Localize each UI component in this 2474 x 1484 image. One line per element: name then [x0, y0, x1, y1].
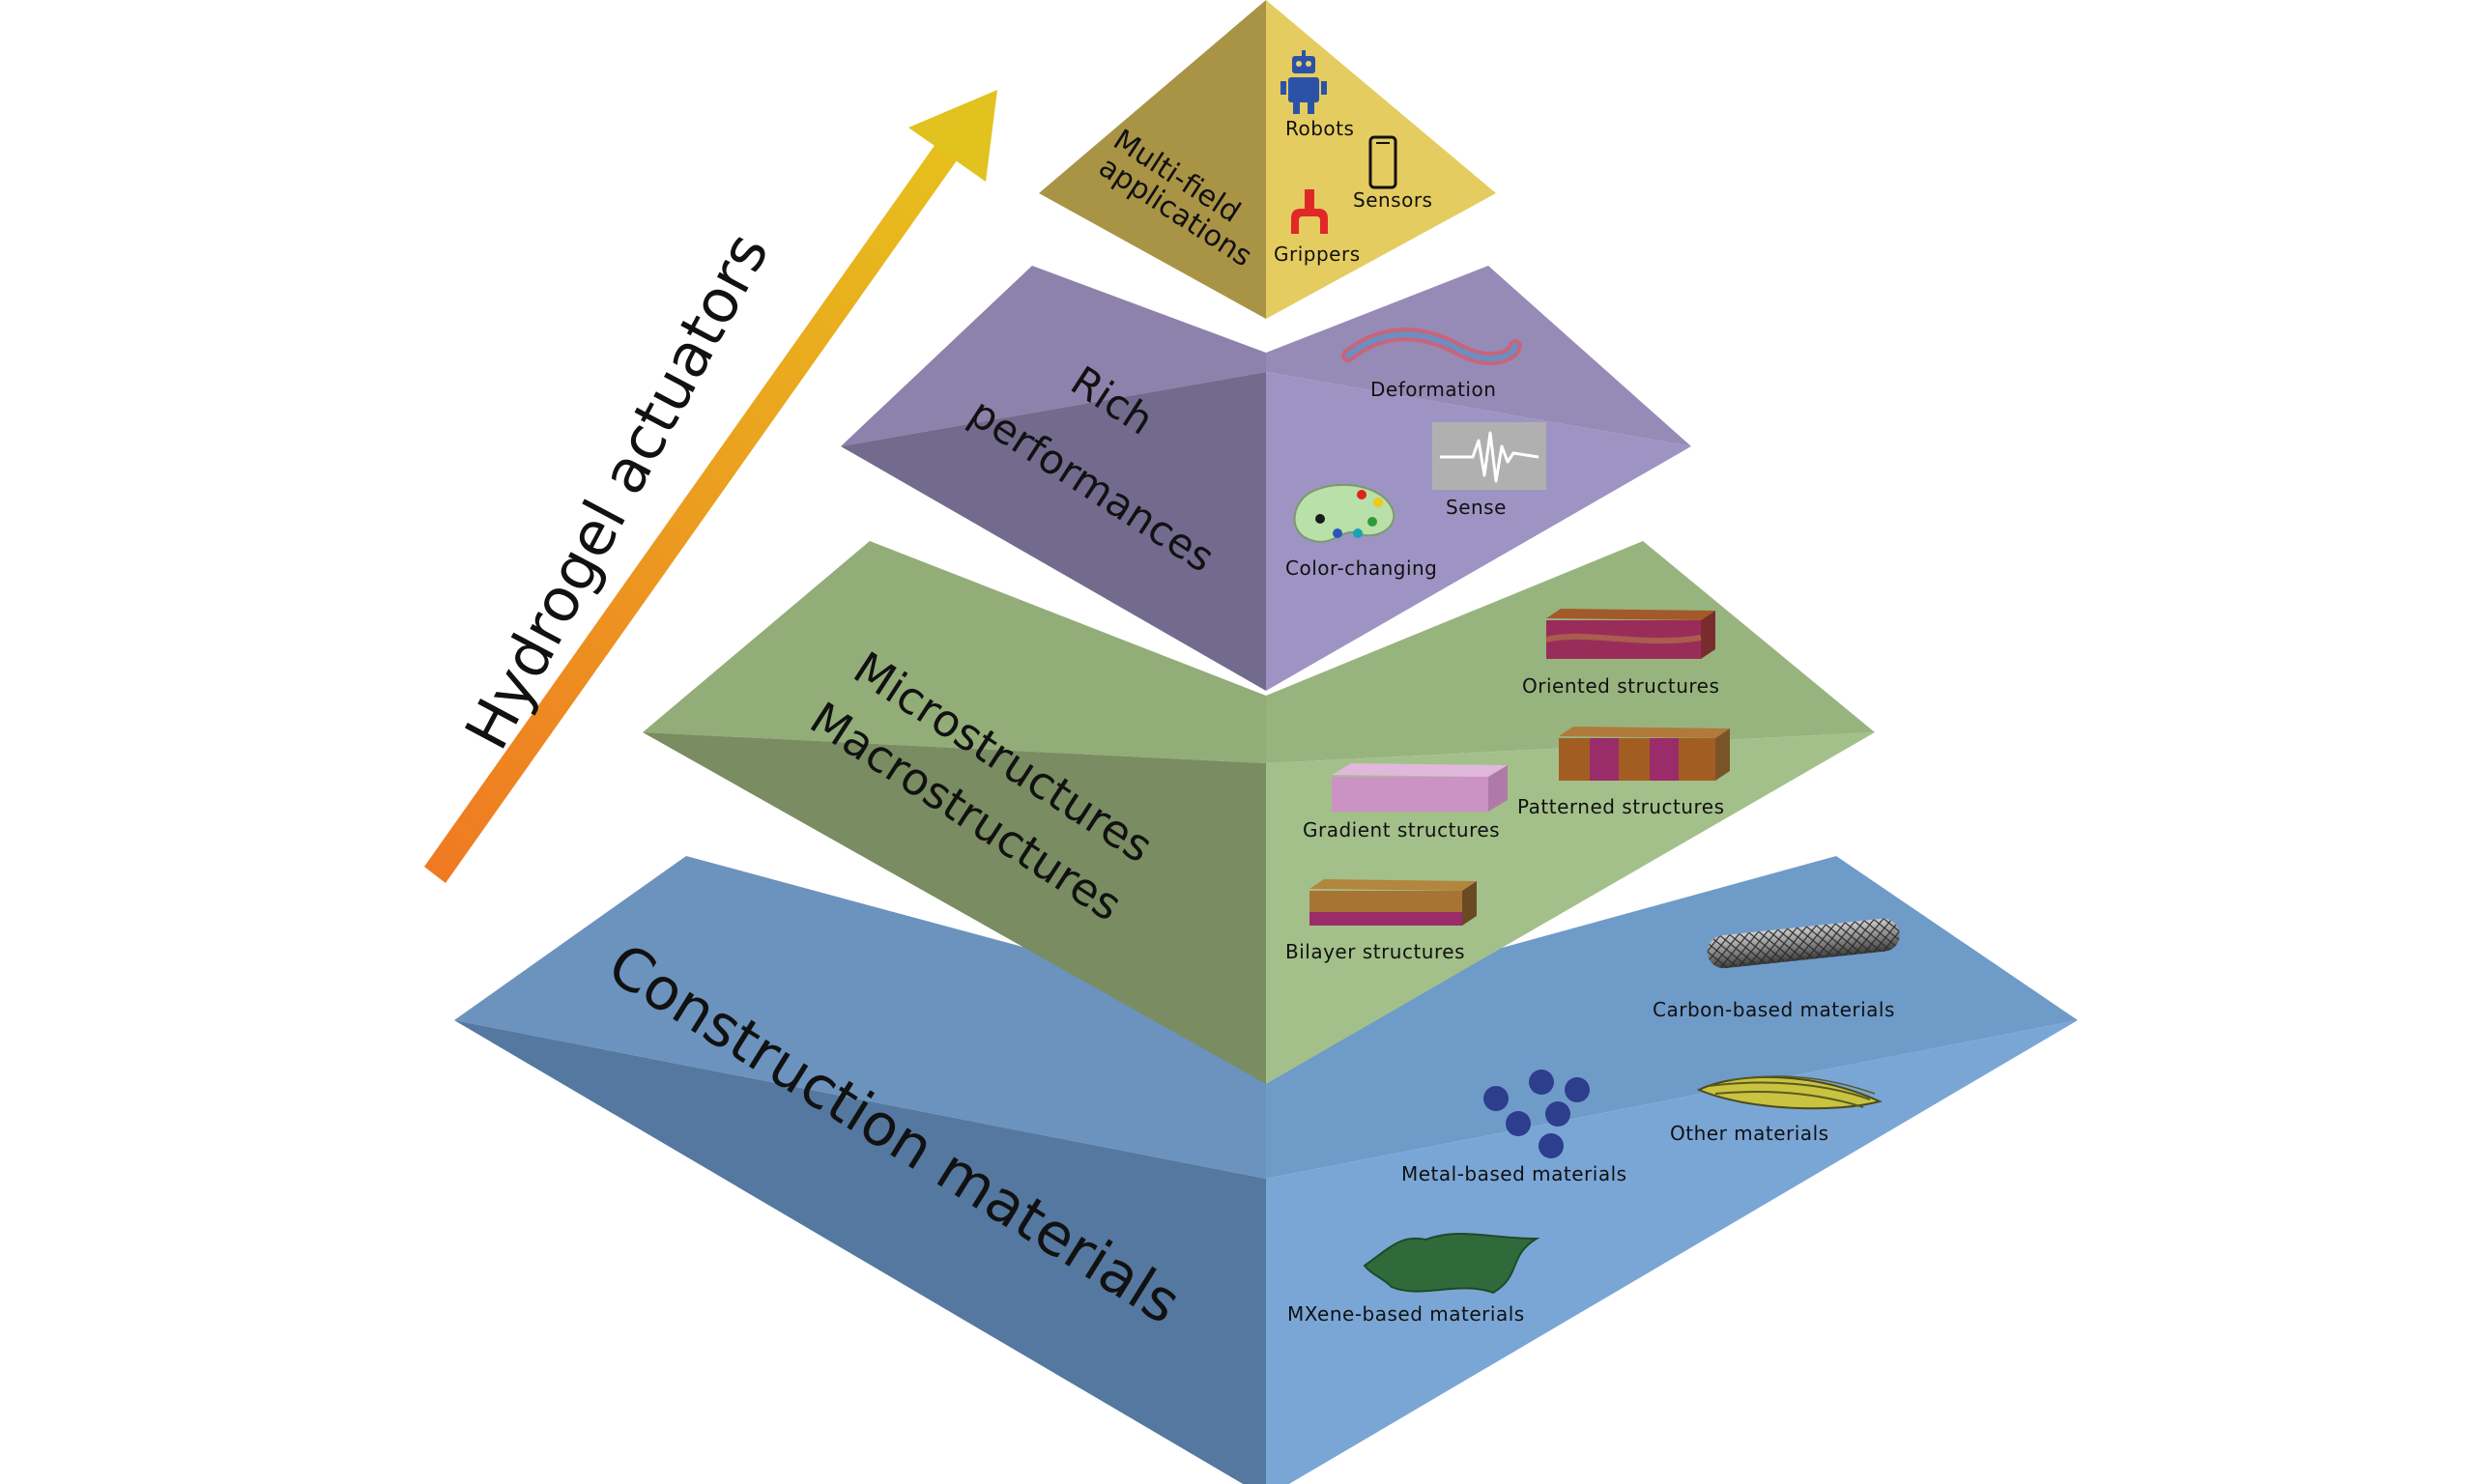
arrow-shaft	[424, 124, 971, 883]
gripper-icon	[1291, 189, 1328, 234]
color-palette-icon	[1293, 483, 1395, 543]
fibrous-material-icon	[1696, 1075, 1883, 1110]
tier2-top-rim-left	[841, 266, 1266, 446]
tier4-top-rim-left	[454, 856, 1266, 1179]
grippers-label: Grippers	[1274, 243, 1361, 266]
gradient-structure-block-icon	[1332, 763, 1508, 812]
gradient-structures-label: Gradient structures	[1303, 818, 1500, 842]
mxene-based-label: MXene-based materials	[1287, 1302, 1525, 1326]
carbon-based-label: Carbon-based materials	[1653, 998, 1895, 1021]
tier-multi-field-applications: Multi-field applications Robots Sensors …	[1039, 0, 1496, 319]
metal-nanoparticles-icon	[1483, 1070, 1590, 1158]
carbon-nanotube-icon	[1707, 918, 1900, 969]
tier3-face-left	[643, 732, 1266, 1084]
patterned-structures-label: Patterned structures	[1517, 795, 1725, 818]
deformation-label: Deformation	[1370, 378, 1496, 401]
robots-label: Robots	[1285, 117, 1354, 140]
metal-based-label: Metal-based materials	[1401, 1162, 1627, 1185]
patterned-structure-block-icon	[1559, 727, 1730, 781]
color-changing-label: Color-changing	[1285, 556, 1437, 580]
sensor-device-icon	[1368, 135, 1397, 189]
tier3-top-rim-left	[643, 541, 1266, 763]
tier-microstructures-macrostructures: Microstructures Macrostructures Oriented…	[643, 541, 1875, 1084]
tier2-face-right	[1266, 372, 1691, 691]
mxene-sheet-icon	[1363, 1232, 1540, 1295]
tier4-face-right	[1266, 1020, 2078, 1484]
tier1-face-right	[1266, 0, 1496, 319]
arrow-head	[908, 90, 997, 182]
other-materials-label: Other materials	[1670, 1122, 1829, 1145]
bilayer-structures-label: Bilayer structures	[1285, 940, 1465, 963]
tier4-face-left	[454, 1020, 1266, 1484]
tier-rich-performances: Rich performances Deformation Sense Colo…	[841, 266, 1691, 691]
tier3-face-right	[1266, 732, 1875, 1084]
oriented-structures-label: Oriented structures	[1522, 674, 1719, 698]
deformation-icon	[1341, 328, 1522, 365]
tier-construction-materials: Construction materials Carbon-based mate…	[454, 856, 2078, 1484]
robot-icon	[1280, 50, 1327, 114]
oriented-structure-block-icon	[1545, 609, 1715, 659]
bilayer-structure-block-icon	[1309, 879, 1477, 926]
sensors-label: Sensors	[1353, 188, 1432, 212]
tier1-face-left	[1039, 0, 1266, 319]
tier2-face-left	[841, 372, 1266, 691]
sense-label: Sense	[1446, 496, 1507, 519]
sense-signal-icon	[1432, 422, 1546, 490]
